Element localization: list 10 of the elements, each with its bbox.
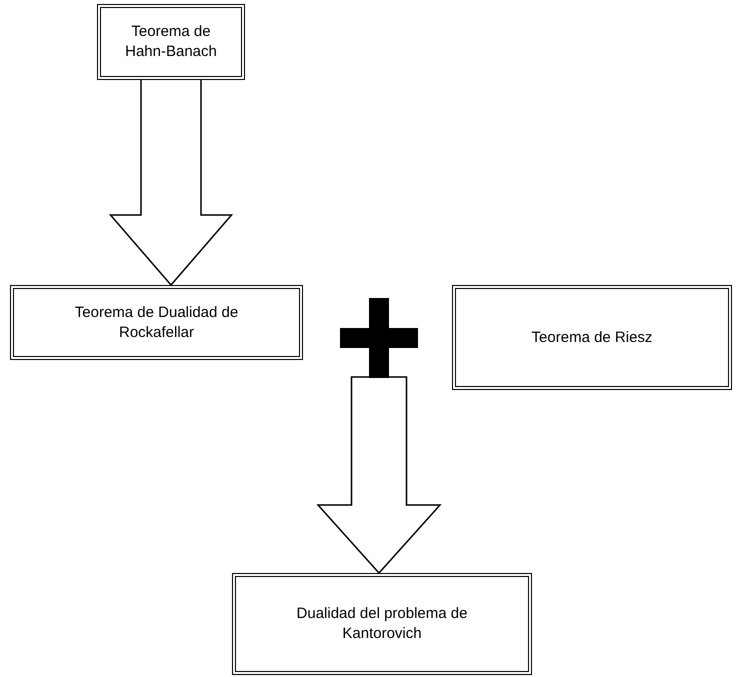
box-text: Teorema de Hahn-Banach xyxy=(124,22,218,62)
box-text: Teorema de Riesz xyxy=(532,328,652,348)
theorem-box xyxy=(452,285,732,390)
theorem-box xyxy=(97,4,245,80)
box-text: Dualidad del problema de Kantorovich xyxy=(296,604,468,644)
theorem-box xyxy=(10,285,303,360)
block-arrow xyxy=(108,78,234,286)
block-arrow xyxy=(316,376,442,574)
theorem-box xyxy=(232,573,532,675)
box-text: Teorema de Dualidad de Rockafellar xyxy=(74,302,240,342)
